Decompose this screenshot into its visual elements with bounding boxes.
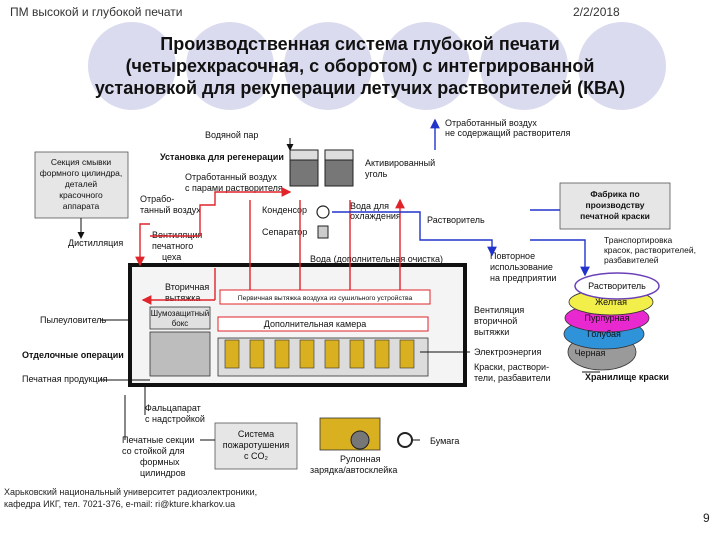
label-noise-2: бокс <box>172 319 189 328</box>
red-flow-lines <box>135 187 405 305</box>
label-regeneration: Установка для регенерации <box>160 152 284 162</box>
label-finishing: Отделочные операции <box>22 350 124 360</box>
primary-exhaust-duct <box>219 289 431 305</box>
ink-solvent: Растворитель <box>588 281 646 291</box>
label-used-air-1: Отрабо- <box>140 194 174 204</box>
deco-circle-5 <box>480 22 568 110</box>
label-cooling-water-2: охлаждения <box>350 211 401 221</box>
label-vent-secondary-2: вторичной <box>474 316 517 326</box>
page-number: 9 <box>703 511 710 525</box>
deco-circle-2 <box>186 22 274 110</box>
label-print-sections-1: Печатные секции <box>122 435 194 445</box>
label-primary-exhaust: Первичная вытяжка воздуха из сушильного … <box>238 294 413 302</box>
label-reuse-1: Повторное <box>490 251 535 261</box>
label-print-products: Печатная продукция <box>22 374 108 384</box>
noise-box <box>149 306 211 330</box>
label-reel-1: Рулонная <box>340 454 381 464</box>
factory-line-2: производству <box>585 200 644 210</box>
ink-cyan: Голубая <box>587 329 621 339</box>
blue-flow-lines <box>332 118 590 277</box>
label-carbon-1: Активированный <box>365 158 435 168</box>
fire-line-1: Система <box>238 429 274 439</box>
label-reel-2: зарядка/автосклейка <box>310 465 397 475</box>
label-transport-2: красок, растворителей, <box>604 245 696 255</box>
fire-system-box <box>214 422 298 470</box>
footer-line-1: Харьковский национальный университет рад… <box>4 487 258 497</box>
label-print-sections-4: цилиндров <box>140 468 186 478</box>
washing-line-4: красочного <box>59 190 103 200</box>
label-distillation: Дистилляция <box>68 238 123 248</box>
condenser-symbol <box>316 205 330 219</box>
label-vent-secondary-1: Вентиляция <box>474 305 524 315</box>
factory-line-3: печатной краски <box>580 211 650 221</box>
label-transport-1: Транспортировка <box>604 235 673 245</box>
header-date: 2/2/2018 <box>573 5 620 19</box>
label-steam: Водяной пар <box>205 130 258 140</box>
label-secondary-1: Вторичная <box>165 282 209 292</box>
label-inks-solvents-1: Краски, раствори- <box>474 362 549 372</box>
deco-circle-6 <box>578 22 666 110</box>
ink-yellow: Желтая <box>595 297 627 307</box>
washing-line-1: Секция смывки <box>51 157 112 167</box>
reel-stand <box>319 417 413 451</box>
label-used-air-2: танный воздух <box>140 205 201 215</box>
footer: Харьковский национальный университет рад… <box>4 486 257 510</box>
label-paper: Бумага <box>430 436 459 446</box>
extra-chamber <box>217 316 429 332</box>
factory-line-1: Фабрика по <box>590 189 639 199</box>
label-separator: Сепаратор <box>262 227 307 237</box>
label-ink-storage: Хранилище краски <box>585 372 669 382</box>
title-line-1: Производственная система глубокой печати <box>160 34 560 54</box>
title-line-2: (четырехкрасочная, с оборотом) с интегри… <box>125 56 595 76</box>
label-noise-1: Шумозащитный <box>151 309 210 318</box>
label-dust-catcher: Пылеуловитель <box>40 315 107 325</box>
label-secondary-2: вытяжка <box>165 293 200 303</box>
label-print-sections-2: со стойкой для <box>122 446 185 456</box>
separator-symbol <box>317 225 329 239</box>
label-cooling-water-1: Вода для <box>350 201 389 211</box>
label-solvent-air-2: с парами растворителя <box>185 183 283 193</box>
deco-circle-3 <box>284 22 372 110</box>
slide-title: Производственная система глубокой печати… <box>40 33 680 99</box>
label-vent-1: Вентиляция <box>152 230 202 240</box>
washing-section-box <box>34 151 129 219</box>
label-transport-3: разбавителей <box>604 255 659 265</box>
title-line-3: установкой для рекуперации летучих раств… <box>94 78 626 98</box>
ink-factory-box <box>559 182 671 230</box>
label-water-extra: Вода (дополнительная очистка) <box>310 254 443 264</box>
deco-circle-4 <box>382 22 470 110</box>
label-condenser: Конденсор <box>262 205 307 215</box>
ink-magenta: Пурпурная <box>585 313 630 323</box>
washing-line-3: деталей <box>65 179 98 189</box>
label-extra-chamber: Дополнительная камера <box>264 319 367 329</box>
ink-stack <box>563 272 660 371</box>
label-solvent-mid: Растворитель <box>427 215 485 225</box>
label-reuse-3: на предприятии <box>490 273 556 283</box>
label-carbon-2: уголь <box>365 169 388 179</box>
deco-circle-1 <box>88 22 176 110</box>
label-print-sections-3: формных <box>140 457 180 467</box>
label-reuse-2: использование <box>490 262 553 272</box>
label-exhaust-clean-1: Отработанный воздух <box>445 118 537 128</box>
header-left-text: ПМ высокой и глубокой печати <box>10 5 183 19</box>
fire-line-2: пожаротушения <box>223 440 290 450</box>
ink-black: Черная <box>575 348 606 358</box>
label-vent-3: цеха <box>162 252 181 262</box>
leader-lines <box>77 138 600 441</box>
press-units <box>149 331 429 377</box>
label-electricity: Электроэнергия <box>474 347 541 357</box>
footer-line-2: кафедра ИКГ, тел. 7021-376, e-mail: ri@k… <box>4 499 236 509</box>
label-inks-solvents-2: тели, разбавители <box>474 373 551 383</box>
fire-line-3: с CO₂ <box>244 451 269 461</box>
regeneration-unit <box>289 149 354 187</box>
label-folder-2: с надстройкой <box>145 414 205 424</box>
label-solvent-air-1: Отработанный воздух <box>185 172 277 182</box>
label-vent-secondary-3: вытяжки <box>474 327 509 337</box>
label-vent-2: печатного <box>152 241 193 251</box>
label-folder-1: Фальцапарат <box>145 403 201 413</box>
label-exhaust-clean-2: не содержащий растворителя <box>445 128 570 138</box>
washing-line-5: аппарата <box>63 201 100 211</box>
washing-line-2: формного цилиндра, <box>40 168 123 178</box>
